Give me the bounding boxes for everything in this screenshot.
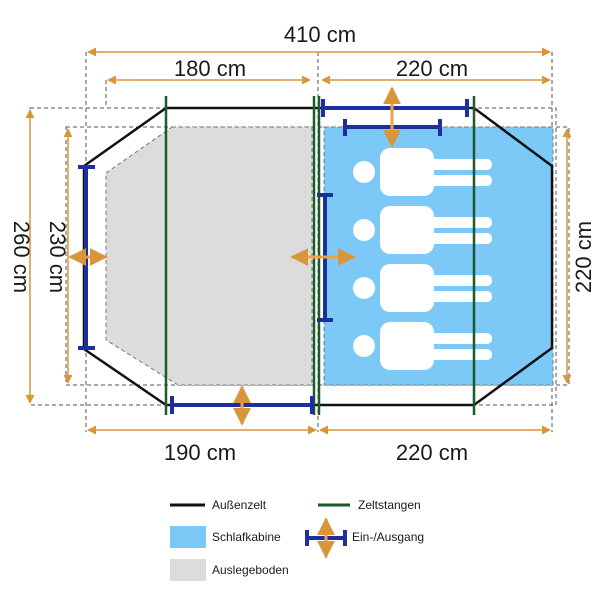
person-silhouette-icon: [353, 322, 492, 370]
legend: Außenzelt Zeltstangen Schlafkabine Ein-/…: [170, 498, 424, 581]
dim-label-bottom-left: 190 cm: [164, 440, 236, 465]
legend-floor-label: Auslegeboden: [212, 563, 289, 577]
entrances: [68, 86, 469, 426]
dim-label-inner-height: 230 cm: [45, 221, 70, 293]
sleeping-persons: [353, 148, 492, 370]
legend-sleeping-cabin-swatch: [170, 526, 206, 548]
legend-entrance-icon: [305, 517, 347, 559]
dimension-lines: [25, 47, 572, 435]
legend-entrance-label: Ein-/Ausgang: [352, 530, 424, 544]
dim-label-bottom-right: 220 cm: [396, 440, 468, 465]
dim-label-total-width: 410 cm: [284, 22, 356, 47]
legend-outer-tent-label: Außenzelt: [212, 498, 267, 512]
person-silhouette-icon: [353, 206, 492, 254]
legend-floor-swatch: [170, 559, 206, 581]
dim-label-right-height: 220 cm: [571, 221, 596, 293]
floor-area: [105, 126, 313, 386]
dim-label-top-right: 220 cm: [396, 56, 468, 81]
person-silhouette-icon: [353, 264, 492, 312]
legend-tent-poles-label: Zeltstangen: [358, 498, 421, 512]
dim-label-top-left: 180 cm: [174, 56, 246, 81]
legend-sleeping-cabin-label: Schlafkabine: [212, 530, 281, 544]
dim-label-outer-height: 260 cm: [9, 221, 34, 293]
person-silhouette-icon: [353, 148, 492, 196]
